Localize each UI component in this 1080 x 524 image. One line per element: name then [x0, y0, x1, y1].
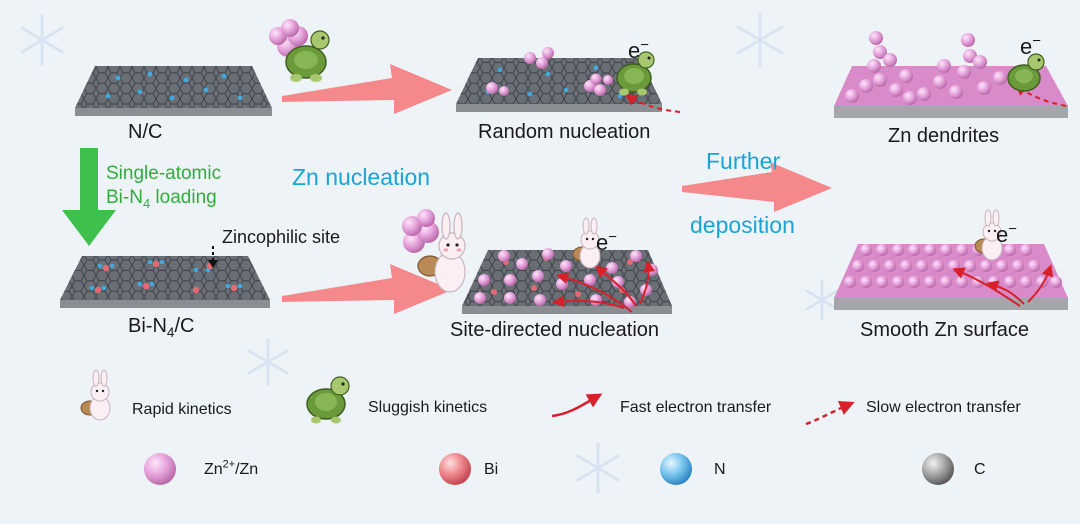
turtle-icon [616, 51, 655, 96]
electron-smooth: e− [996, 220, 1017, 247]
label-zn-dendrites: Zn dendrites [888, 125, 1000, 147]
label-deposition: deposition [690, 212, 795, 238]
legend-zn-suffix: /Zn [235, 461, 259, 478]
legend-bi: Bi [484, 461, 499, 478]
arrow-further [682, 162, 832, 212]
legend-rapid-kinetics: Rapid kinetics [132, 401, 232, 418]
electron-random: e− [628, 36, 649, 63]
fast-electron-arrow-icon [551, 393, 603, 418]
label-zn-nucleation: Zn nucleation [292, 164, 431, 190]
label-further: Further [706, 148, 781, 174]
electron-sup: − [608, 228, 617, 246]
n-sphere-icon [660, 453, 692, 485]
electron-symbol: e [1020, 34, 1033, 59]
label-bin4c: Bi-N4/C [128, 315, 195, 339]
label-bin4c-sub: 4 [166, 325, 175, 340]
arrow-site-directed [282, 264, 452, 314]
turtle-icon [306, 376, 350, 424]
electron-site-directed: e− [596, 228, 617, 255]
turtle-icon [269, 19, 330, 82]
label-loading: Single-atomic Bi-N4 loading [106, 162, 276, 210]
snowflake-icon [20, 12, 839, 494]
rabbit-icon [80, 369, 111, 421]
electron-sup: − [1032, 32, 1041, 50]
nc-graphene-sheet [75, 66, 272, 116]
legend-zn-prefix: Zn [204, 461, 223, 478]
label-loading-suffix: loading [150, 187, 217, 208]
electron-sup: − [1008, 220, 1017, 238]
label-loading-line1: Single-atomic [106, 163, 222, 184]
arrow-random [282, 64, 452, 114]
rabbit-icon [402, 209, 466, 293]
label-zincophilic-site: Zincophilic site [222, 227, 341, 247]
label-bin4c-suffix: /C [174, 315, 195, 337]
legend-zn-sup: 2+ [222, 458, 236, 471]
label-loading-sub: 4 [142, 195, 151, 211]
c-sphere-icon [922, 453, 954, 485]
bi-sphere-icon [439, 453, 471, 485]
legend-sluggish-kinetics: Sluggish kinetics [368, 399, 488, 416]
electron-sup: − [640, 36, 649, 54]
electron-dendrites: e− [1020, 32, 1041, 59]
slow-electron-arrow-icon [805, 401, 855, 426]
label-loading-line2: Bi-N4 loading [106, 186, 276, 210]
smooth-zn-sheet [834, 244, 1068, 310]
electron-symbol: e [628, 38, 641, 63]
turtle-icon [1007, 53, 1045, 92]
bin4c-graphene-sheet [60, 256, 270, 308]
rabbit-icon [572, 217, 601, 269]
label-nc: N/C [128, 121, 163, 143]
electron-symbol: e [996, 222, 1009, 247]
legend-fast-electron: Fast electron transfer [620, 399, 772, 416]
legend-zn: Zn2+/Zn [204, 458, 259, 478]
electron-symbol: e [596, 230, 609, 255]
random-nucleation-sheet [456, 47, 681, 113]
label-bin4c-prefix: Bi-N [128, 315, 167, 337]
legend-c: C [974, 461, 986, 478]
arrow-loading [62, 148, 116, 246]
site-directed-sheet [462, 248, 672, 314]
label-loading-prefix: Bi-N [106, 187, 143, 208]
label-smooth-zn: Smooth Zn surface [860, 319, 1029, 341]
legend-slow-electron: Slow electron transfer [866, 399, 1021, 416]
zn-sphere-icon [144, 453, 176, 485]
legend-n: N [714, 461, 726, 478]
label-random-nucleation: Random nucleation [478, 121, 651, 143]
rabbit-icon [974, 209, 1003, 261]
label-site-directed: Site-directed nucleation [450, 319, 660, 341]
